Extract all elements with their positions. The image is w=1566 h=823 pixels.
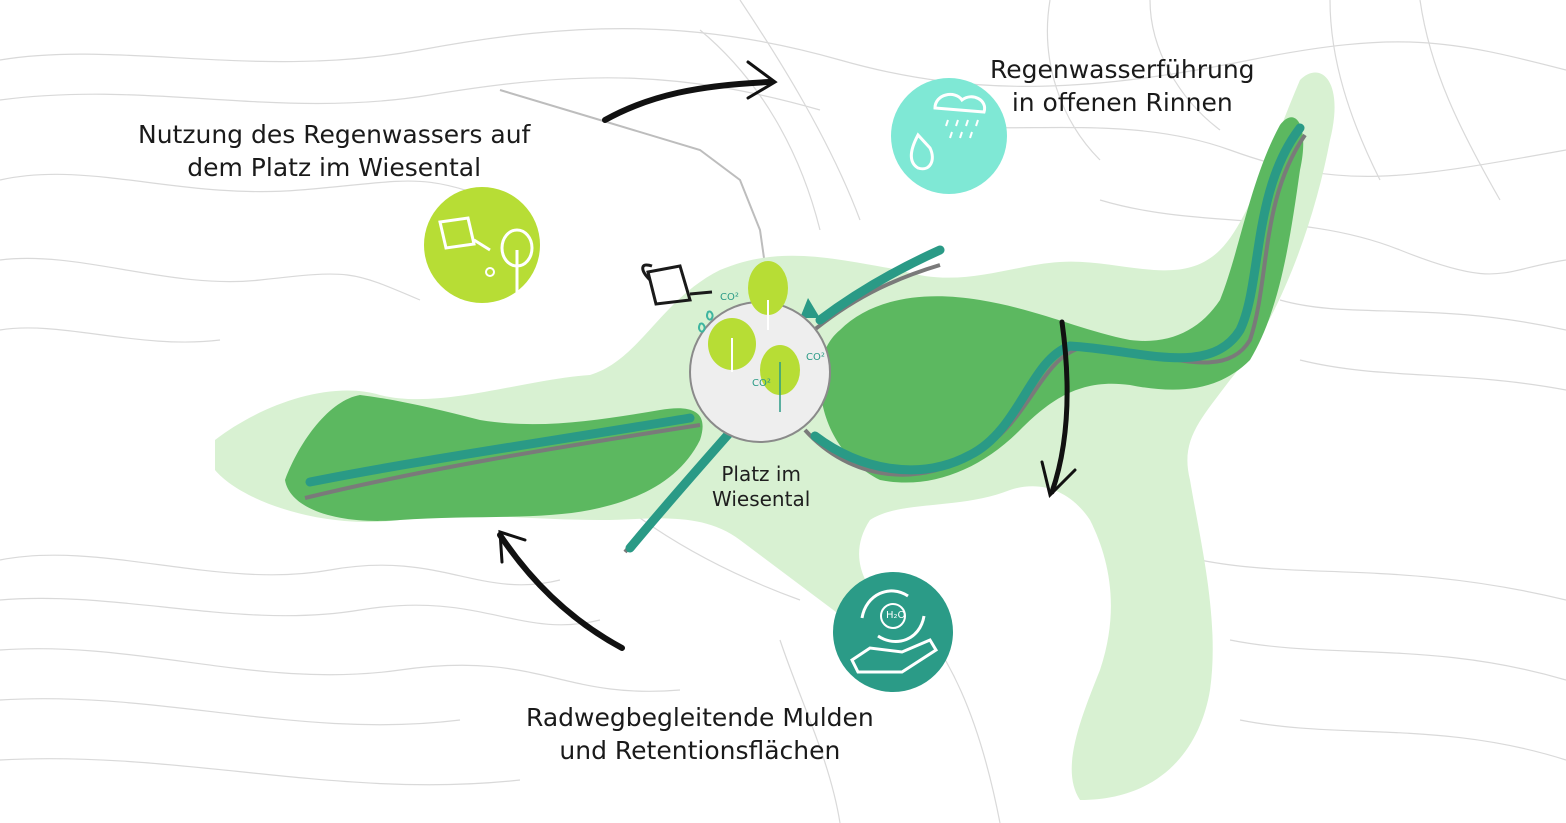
plaza-trees — [708, 261, 800, 412]
green-retention-east — [820, 117, 1304, 483]
rain-cloud-drop-icon — [891, 78, 1007, 194]
label-line: Radwegbegleitende Mulden — [526, 703, 874, 732]
road-outline — [499, 89, 771, 301]
label-line: Wiesental — [712, 487, 811, 511]
h2o-mark: H₂O — [886, 610, 906, 621]
water-channels — [305, 123, 1305, 553]
water-drops-small — [698, 310, 714, 333]
watering-can-small-icon — [641, 263, 713, 306]
label-platz: Platz im Wiesental — [712, 462, 810, 512]
platz-circle — [689, 301, 831, 443]
co2-mark: CO² — [720, 292, 739, 303]
label-line: und Retentionsflächen — [559, 736, 841, 765]
label-radweg: Radwegbegleitende Mulden und Retentionsf… — [526, 701, 874, 767]
label-line: dem Platz im Wiesental — [187, 153, 482, 182]
label-line: Nutzung des Regenwassers auf — [138, 120, 531, 149]
label-line: in offenen Rinnen — [1011, 88, 1233, 117]
label-line: Platz im — [721, 462, 801, 486]
label-line: Regenwasserführung — [990, 55, 1255, 84]
label-nutzung: Nutzung des Regenwassers auf dem Platz i… — [138, 118, 530, 184]
label-regenwasser: Regenwasserführung in offenen Rinnen — [990, 53, 1255, 119]
co2-mark: CO² — [806, 352, 825, 363]
water-cycle-hand-icon — [833, 572, 953, 692]
black-arrows — [497, 60, 1077, 651]
co2-mark: CO² — [752, 378, 771, 389]
watering-can-tree-icon — [424, 187, 540, 303]
